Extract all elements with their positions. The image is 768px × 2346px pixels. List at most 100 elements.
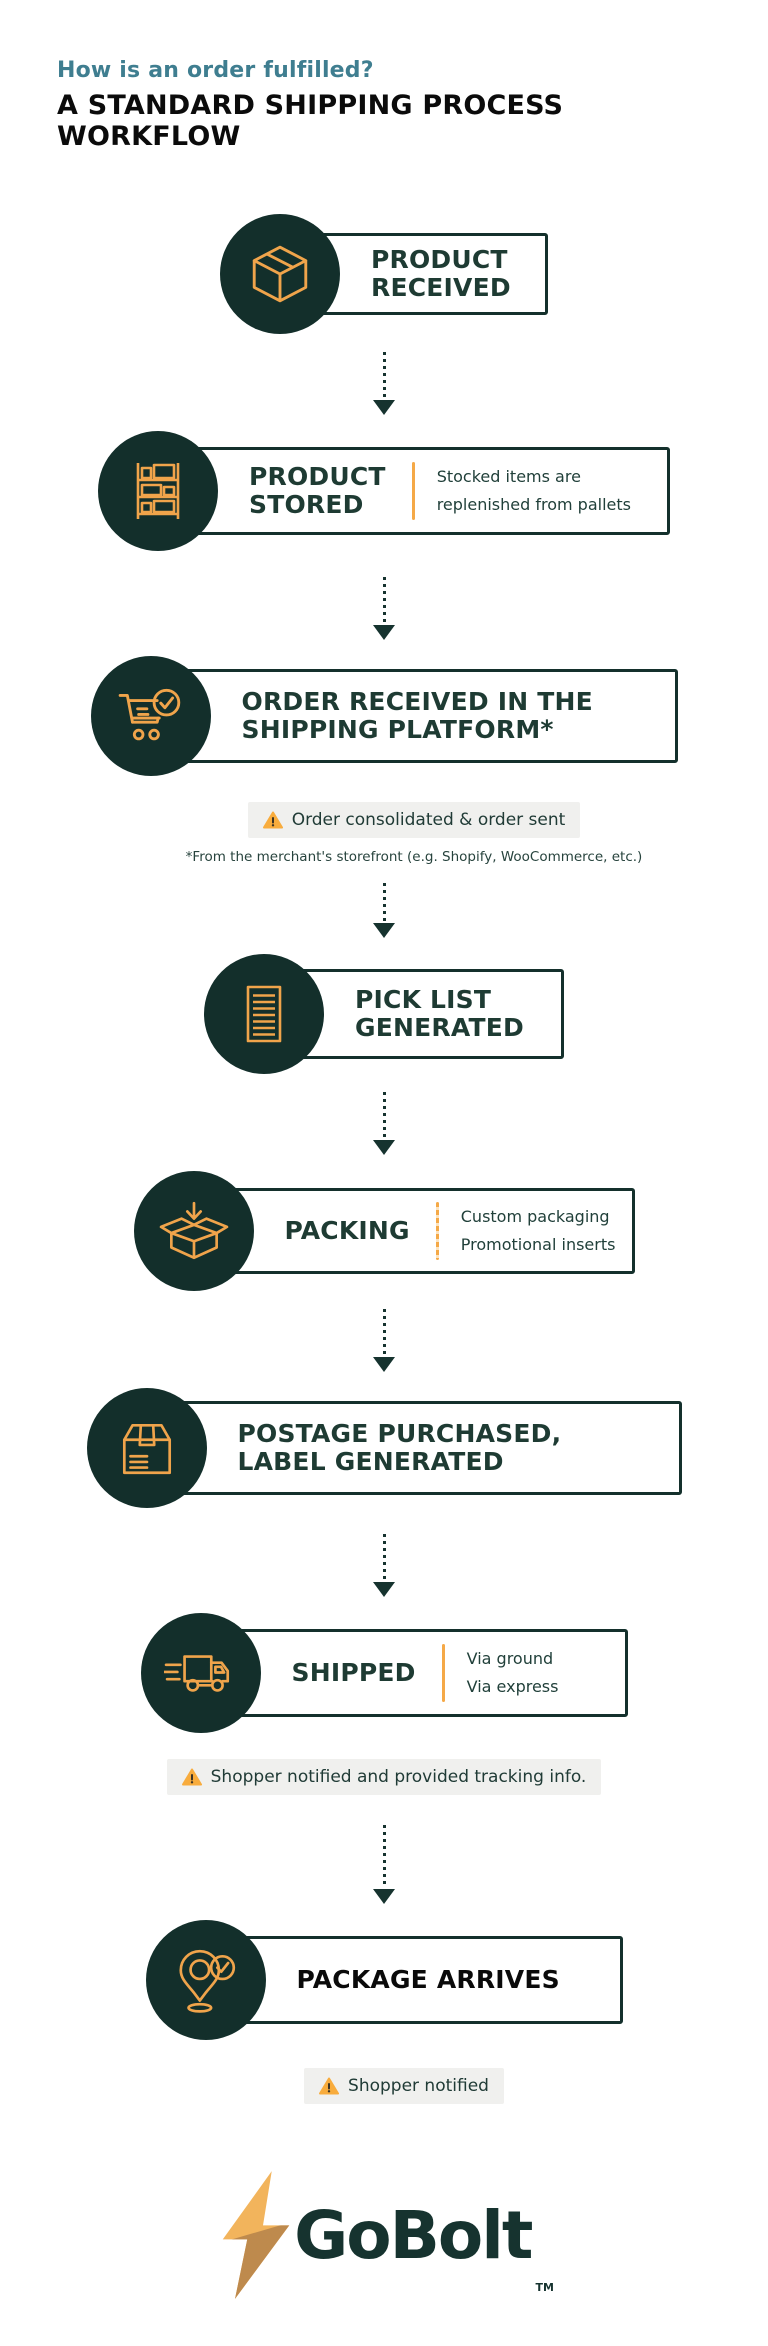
arrow-head-icon (373, 400, 395, 415)
step-label-box: PRODUCT STORED Stocked items are repleni… (158, 447, 670, 535)
detail-line: Stocked items are (436, 467, 581, 486)
workflow: PRODUCT RECEIVED PRO (0, 152, 768, 2104)
step-title-line: STORED (249, 490, 364, 519)
step-title-line: POSTAGE PURCHASED, (237, 1418, 562, 1448)
step-circle (220, 214, 340, 334)
step-order-received: ORDER RECEIVED IN THE SHIPPING PLATFORM* (90, 656, 678, 776)
flow-arrow (373, 1309, 395, 1372)
step-details: Stocked items are replenished from palle… (437, 463, 631, 519)
note-text: Shopper notified (348, 2076, 489, 2096)
step-circle (90, 656, 211, 776)
step-label-box: PACKAGE ARRIVES (205, 1936, 623, 2024)
step-title-line: ORDER RECEIVED IN THE (241, 686, 593, 716)
step-title: PACKAGE ARRIVES (296, 1964, 560, 1995)
logo-wordmark: GoBolt (294, 2196, 533, 2274)
arrow-head-icon (373, 1582, 395, 1597)
step-product-received: PRODUCT RECEIVED (220, 214, 548, 334)
arrow-head-icon (373, 625, 395, 640)
step-circle (140, 1613, 261, 1733)
note-text: Order consolidated & order sent (291, 810, 566, 830)
detail-line: Custom packaging (460, 1207, 610, 1226)
step-title-line: PACKAGE ARRIVES (296, 1964, 560, 1994)
cart-check-icon (118, 688, 180, 741)
detail-line: Via express (466, 1677, 559, 1696)
parcel-icon (122, 1423, 171, 1475)
trademark-symbol: TM (535, 2281, 554, 2294)
step-title-line: LABEL GENERATED (237, 1447, 504, 1476)
note-order-consolidated: Order consolidated & order sent (247, 802, 581, 838)
truck-icon (163, 1655, 229, 1692)
step-pick-list-generated: PICK LIST GENERATED (204, 954, 564, 1074)
flow-arrow (373, 1534, 395, 1597)
page-title: A STANDARD SHIPPING PROCESS WORKFLOW (57, 90, 564, 152)
step-circle (98, 431, 218, 551)
step-title-line: GENERATED (355, 1013, 524, 1042)
divider (441, 1644, 445, 1702)
header-subtitle: How is an order fulfilled? (57, 58, 374, 83)
step-circle (204, 954, 324, 1074)
step-title-line: PICK LIST (355, 984, 492, 1014)
warning-icon (262, 811, 283, 829)
pick-list-icon (246, 985, 282, 1043)
detail-line: Via ground (466, 1649, 554, 1668)
arrow-head-icon (373, 1140, 395, 1155)
arrow-dotted-line (382, 1309, 386, 1355)
step-title: SHIPPED (291, 1657, 416, 1688)
order-received-annotations: Order consolidated & order sent *From th… (185, 802, 643, 865)
step-title: PACKING (284, 1215, 410, 1246)
step-title-line: SHIPPED (291, 1657, 416, 1687)
flow-arrow (373, 352, 395, 415)
step-circle (133, 1171, 254, 1291)
shelf-icon (136, 463, 180, 519)
arrow-head-icon (373, 1357, 395, 1372)
step-shipped: SHIPPED Via ground Via express (140, 1613, 628, 1733)
flow-arrow (373, 1092, 395, 1155)
gobolt-logo: GoBolt TM (0, 2160, 768, 2310)
step-packing: PACKING Custom packaging Promotional ins… (133, 1171, 635, 1291)
detail-line: replenished from pallets (436, 495, 631, 514)
lightning-bolt-icon (214, 2160, 298, 2310)
divider (411, 462, 415, 520)
arrow-dotted-line (382, 883, 386, 921)
step-circle (86, 1388, 207, 1508)
step-label-box: PACKING Custom packaging Promotional ins… (193, 1188, 635, 1274)
merchant-footnote: *From the merchant's storefront (e.g. Sh… (185, 849, 643, 865)
arrow-dotted-line (382, 1534, 386, 1580)
step-postage-purchased: POSTAGE PURCHASED, LABEL GENERATED (86, 1388, 682, 1508)
step-title: ORDER RECEIVED IN THE SHIPPING PLATFORM* (241, 686, 593, 745)
shipped-annotations: Shopper notified and provided tracking i… (166, 1759, 602, 1795)
note-shopper-tracking: Shopper notified and provided tracking i… (166, 1759, 602, 1795)
step-package-arrives: PACKAGE ARRIVES (145, 1920, 623, 2040)
step-title-line: PRODUCT (249, 461, 386, 491)
warning-icon (181, 1768, 202, 1786)
step-label-box: ORDER RECEIVED IN THE SHIPPING PLATFORM* (150, 669, 678, 763)
step-title: PRODUCT STORED (249, 461, 386, 520)
step-label-box: POSTAGE PURCHASED, LABEL GENERATED (146, 1401, 682, 1495)
arrow-dotted-line (382, 352, 386, 398)
step-title: PICK LIST GENERATED (355, 984, 524, 1043)
step-label-box: SHIPPED Via ground Via express (200, 1629, 628, 1717)
arrow-dotted-line (382, 577, 386, 623)
arrow-dotted-line (382, 1092, 386, 1138)
box-icon (252, 245, 308, 303)
arrow-head-icon (373, 923, 395, 938)
note-text: Shopper notified and provided tracking i… (210, 1767, 587, 1787)
step-title-line: PRODUCT (371, 244, 508, 274)
step-title-line: SHIPPING PLATFORM* (241, 715, 554, 744)
divider (435, 1202, 439, 1260)
note-shopper-notified: Shopper notified (304, 2068, 504, 2104)
step-title: PRODUCT RECEIVED (371, 244, 511, 303)
detail-line: Promotional inserts (460, 1235, 616, 1254)
step-circle (145, 1920, 266, 2040)
step-title: POSTAGE PURCHASED, LABEL GENERATED (237, 1418, 562, 1477)
package-arrives-annotations: Shopper notified (304, 2068, 504, 2104)
location-check-icon (178, 1949, 235, 2013)
flow-arrow (373, 1825, 395, 1904)
flow-arrow (373, 577, 395, 640)
step-product-stored: PRODUCT STORED Stocked items are repleni… (98, 431, 670, 551)
step-title-line: RECEIVED (371, 273, 511, 302)
open-box-icon (159, 1201, 228, 1260)
step-details: Via ground Via express (467, 1645, 559, 1701)
header: How is an order fulfilled? A STANDARD SH… (0, 0, 768, 152)
step-title-line: PACKING (284, 1215, 410, 1245)
